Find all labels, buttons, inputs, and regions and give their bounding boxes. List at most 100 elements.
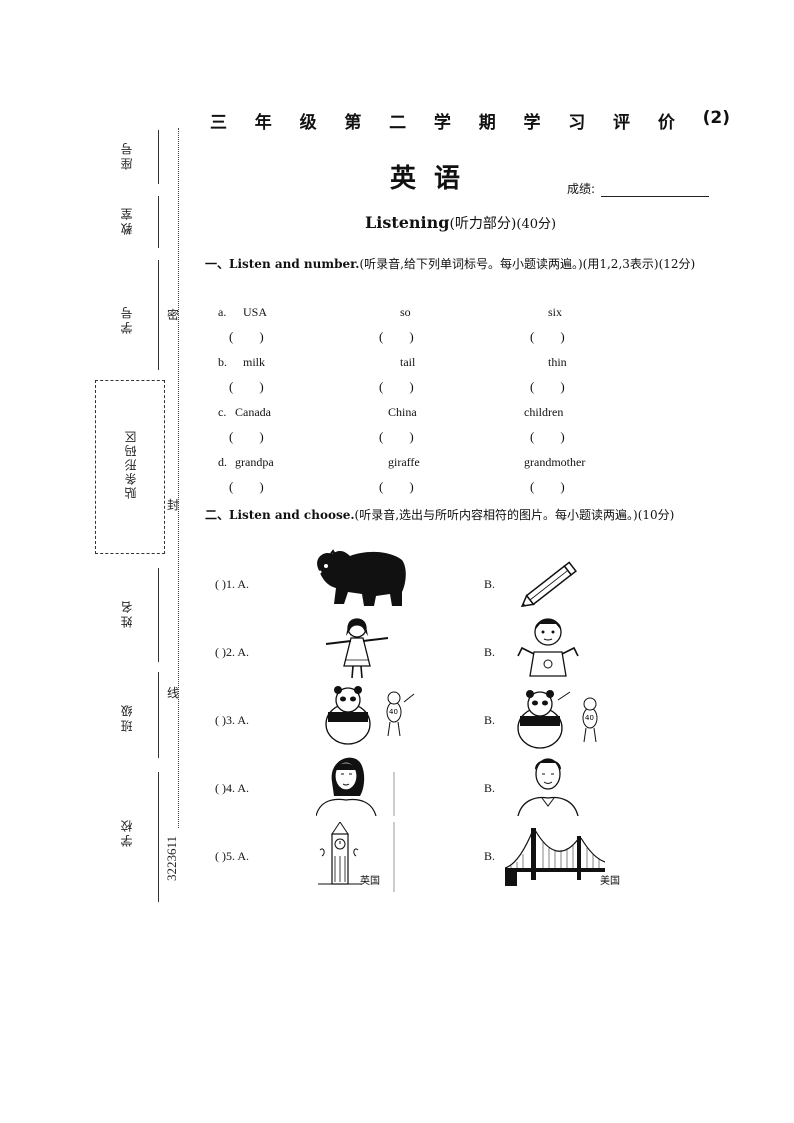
divider-line xyxy=(158,260,159,370)
section2-instruction: (听录音,选出与所听内容相符的图片。每小题读两遍。)(10分) xyxy=(354,508,675,522)
word-3: children xyxy=(524,405,564,419)
seal-line xyxy=(178,128,179,828)
divider-line xyxy=(158,568,159,662)
section2-number: 二、 xyxy=(205,508,230,522)
question-1-option-b-label: B. xyxy=(484,577,496,591)
question-4-option-b-label: B. xyxy=(484,781,496,795)
seal-mark-xian: 线 xyxy=(167,686,180,700)
section1-number: 一、 xyxy=(205,257,230,271)
barcode-area: 贴条形码区 xyxy=(95,380,165,554)
exam-title-char: 评 xyxy=(613,113,631,133)
option-b-country-caption: 美国 xyxy=(600,876,620,887)
exam-title-char: 二 xyxy=(389,113,407,133)
answer-blank[interactable]: ( ) xyxy=(379,379,414,394)
exam-title-char: 第 xyxy=(344,113,362,133)
answer-blank[interactable]: ( ) xyxy=(530,479,565,494)
listening-points: (40分) xyxy=(516,217,557,232)
answer-blank[interactable]: ( ) xyxy=(229,329,264,344)
golden-gate-bridge-picture[interactable] xyxy=(505,828,605,888)
name-label: 姓名 xyxy=(120,598,134,628)
exam-title-char: 学 xyxy=(433,113,451,133)
panda-tag-text: 40 xyxy=(389,708,398,716)
section2-title: Listen and choose. xyxy=(229,508,355,522)
word-3: thin xyxy=(548,355,567,369)
question-1-label[interactable]: ( )1. A. xyxy=(215,577,249,591)
listening-title-cn: (听力部分) xyxy=(449,216,517,232)
bear-picture[interactable] xyxy=(310,546,410,610)
answer-blank[interactable]: ( ) xyxy=(530,329,565,344)
option-a-country-caption: 英国 xyxy=(360,876,380,887)
question-3-option-b-label: B. xyxy=(484,713,496,727)
divider-line xyxy=(158,196,159,248)
answer-blank[interactable]: ( ) xyxy=(229,479,264,494)
word-1: milk xyxy=(243,355,266,369)
class-label: 班级 xyxy=(120,702,134,732)
section1-heading: 一、Listen and number.(听录音,给下列单词标号。每小题读两遍。… xyxy=(205,255,695,272)
answer-blank[interactable]: ( ) xyxy=(229,379,264,394)
word-3: six xyxy=(548,305,563,319)
boy-shrugging-picture[interactable] xyxy=(516,612,580,678)
big-ben-picture[interactable] xyxy=(318,822,398,892)
panda-with-tag-picture[interactable]: 40 xyxy=(316,684,416,748)
man-picture[interactable] xyxy=(516,752,580,816)
question-5-option-b-label: B. xyxy=(484,849,496,863)
section1-title: Listen and number. xyxy=(229,257,360,271)
question-3-label[interactable]: ( )3. A. xyxy=(215,713,249,727)
word-3: grandmother xyxy=(524,455,586,469)
word-2: giraffe xyxy=(388,455,420,469)
row-letter: a. xyxy=(218,305,227,319)
answer-blank[interactable]: ( ) xyxy=(229,429,264,444)
section2-heading: 二、Listen and choose.(听录音,选出与所听内容相符的图片。每小… xyxy=(205,506,674,523)
row-letter: b. xyxy=(218,355,227,369)
question-5-label[interactable]: ( )5. A. xyxy=(215,849,249,863)
question-2-option-b-label: B. xyxy=(484,645,496,659)
classroom-label: 教室 xyxy=(120,205,134,235)
exam-title-char: 习 xyxy=(568,113,586,133)
exam-title-char: 期 xyxy=(478,113,496,133)
pencil-picture[interactable] xyxy=(515,560,585,610)
answer-blank[interactable]: ( ) xyxy=(379,479,414,494)
word-1: USA xyxy=(243,305,268,319)
listening-heading: Listening(听力部分)(40分) xyxy=(365,213,556,233)
question-2-label[interactable]: ( )2. A. xyxy=(215,645,249,659)
school-label: 学校 xyxy=(120,817,134,847)
exam-title-char: 级 xyxy=(299,113,317,133)
girl-picture[interactable] xyxy=(322,614,392,680)
exam-title-char: 学 xyxy=(523,113,541,133)
score-field: 成绩: xyxy=(567,180,710,197)
divider-line xyxy=(158,130,159,184)
answer-blank[interactable]: ( ) xyxy=(379,429,414,444)
row-letter: d. xyxy=(218,455,227,469)
student-number-label: 学号 xyxy=(120,304,134,334)
exam-title: 三 年 级 第 二 学 期 学 习 评 价 (2) xyxy=(210,108,730,133)
exam-title-char: 年 xyxy=(254,113,272,133)
barcode-area-label: 贴条形码区 xyxy=(124,429,138,499)
question-4-label[interactable]: ( )4. A. xyxy=(215,781,249,795)
answer-blank[interactable]: ( ) xyxy=(530,379,565,394)
exam-title-char: 三 xyxy=(210,113,227,133)
score-label: 成绩: xyxy=(567,182,596,196)
word-1: grandpa xyxy=(235,455,274,469)
seal-mark-mi: 密 xyxy=(167,308,180,322)
row-letter: c. xyxy=(218,405,227,419)
answer-blank[interactable]: ( ) xyxy=(530,429,565,444)
score-blank[interactable] xyxy=(601,184,710,197)
divider-line xyxy=(158,672,159,758)
serial-number: 3223611 xyxy=(164,836,179,882)
section1-instruction: (听录音,给下列单词标号。每小题读两遍。)(用1,2,3表示)(12分) xyxy=(359,257,696,271)
exam-title-char: 价 xyxy=(657,113,675,133)
word-2: tail xyxy=(400,355,416,369)
word-2: so xyxy=(400,305,411,319)
answer-blank[interactable]: ( ) xyxy=(379,329,414,344)
divider-line xyxy=(158,772,159,902)
panda-with-tag-picture-b[interactable]: 40 xyxy=(508,688,608,750)
seal-mark-feng: 封 xyxy=(167,498,180,512)
word-1: Canada xyxy=(235,405,271,419)
woman-picture[interactable] xyxy=(316,752,396,816)
seat-number-label: 座号 xyxy=(120,140,134,170)
exam-title-char: (2) xyxy=(702,108,730,128)
listening-title: Listening xyxy=(365,213,450,232)
subject-title: 英语 xyxy=(390,164,479,194)
word-2: China xyxy=(388,405,417,419)
panda-tag-text-b: 40 xyxy=(585,714,594,722)
